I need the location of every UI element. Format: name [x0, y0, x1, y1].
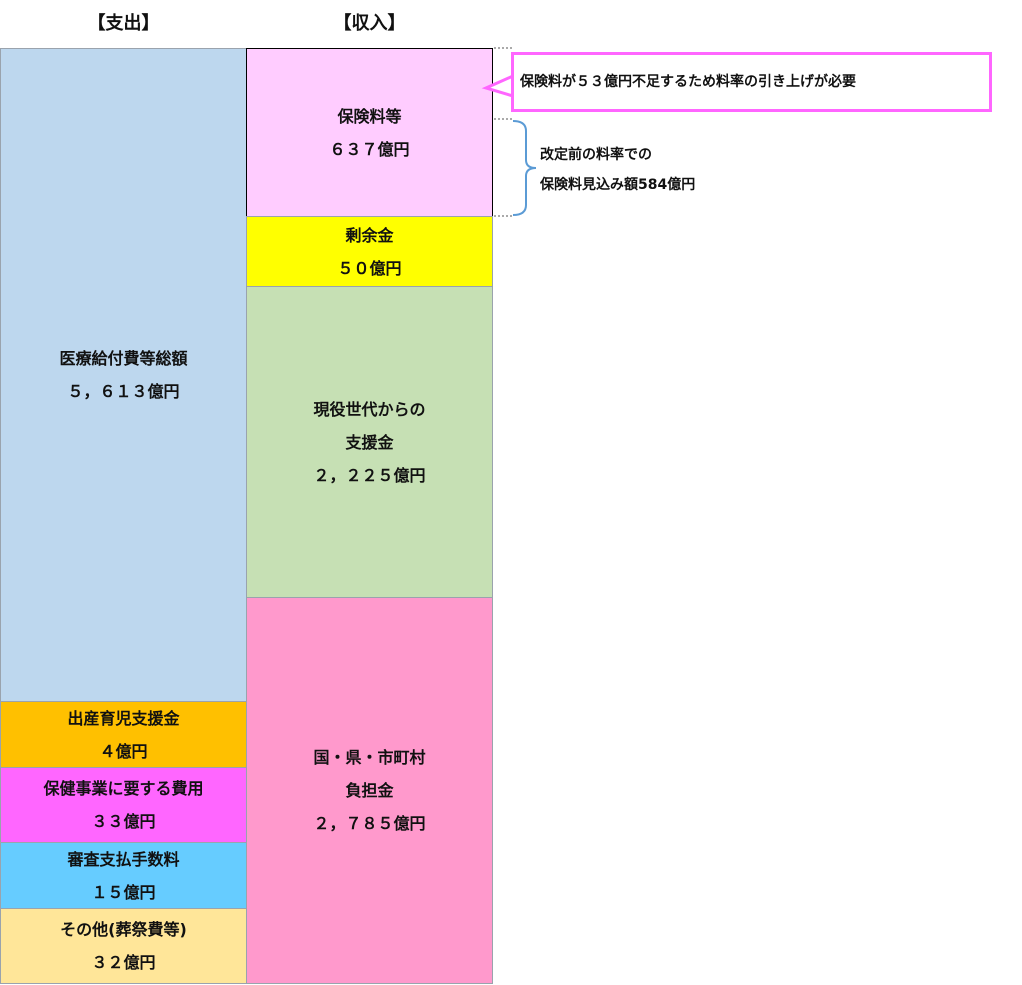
expenditure-health-programs: 保健事業に要する費用 ３３億円 [0, 767, 247, 843]
block-label: 審査支払手数料 [67, 849, 180, 869]
block-amount: ４億円 [99, 741, 148, 761]
revenue-surplus: 剰余金 ５０億円 [246, 216, 493, 287]
revenue-header: 【収入】 [333, 13, 406, 34]
expenditure-childbirth-support: 出産育児支援金 ４億円 [0, 701, 247, 768]
revenue-working-generation-support: 現役世代からの 支援金 ２，２２５億円 [246, 286, 493, 598]
block-amount: ６３７億円 [329, 139, 410, 159]
projected-premium-note: 改定前の料率での 保険料見込み額584億円 [540, 140, 695, 200]
revenue-premiums: 保険料等 ６３７億円 [246, 48, 493, 217]
note-line2: 保険料見込み額584億円 [540, 177, 696, 193]
premium-shortfall-callout: 保険料が５３億円不足するため料率の引き上げが必要 [511, 52, 992, 112]
block-amount: ２，７８５億円 [313, 814, 426, 833]
expenditure-header: 【支出】 [87, 13, 160, 34]
block-label: 保健事業に要する費用 [43, 779, 204, 798]
callout-text: 保険料が５３億円不足するため料率の引き上げが必要 [520, 74, 856, 90]
block-label-line2: 支援金 [345, 432, 394, 452]
block-amount: １５億円 [91, 882, 156, 902]
block-label: 医療給付費等総額 [59, 349, 188, 368]
expenditure-medical-benefits: 医療給付費等総額 ５，６１３億円 [0, 48, 247, 702]
block-label-line1: 国・県・市町村 [313, 748, 426, 767]
block-amount: ５，６１３億円 [67, 382, 180, 401]
block-amount: ３３億円 [91, 812, 156, 831]
block-amount: ３２億円 [91, 953, 156, 972]
block-label: 保険料等 [337, 106, 402, 126]
bracket-brace-icon [512, 120, 537, 216]
block-label: 出産育児支援金 [67, 708, 180, 728]
block-amount: ２，２２５億円 [313, 465, 426, 485]
block-amount: ５０億円 [337, 258, 402, 278]
block-label: その他(葬祭費等) [60, 920, 187, 939]
revenue-public-burden: 国・県・市町村 負担金 ２，７８５億円 [246, 597, 493, 984]
callout-pointer [481, 74, 514, 98]
note-line1: 改定前の料率での [540, 147, 652, 163]
block-label-line1: 現役世代からの [313, 399, 426, 419]
expenditure-other: その他(葬祭費等) ３２億円 [0, 908, 247, 984]
block-label-line2: 負担金 [345, 781, 394, 800]
block-label: 剰余金 [345, 225, 394, 245]
